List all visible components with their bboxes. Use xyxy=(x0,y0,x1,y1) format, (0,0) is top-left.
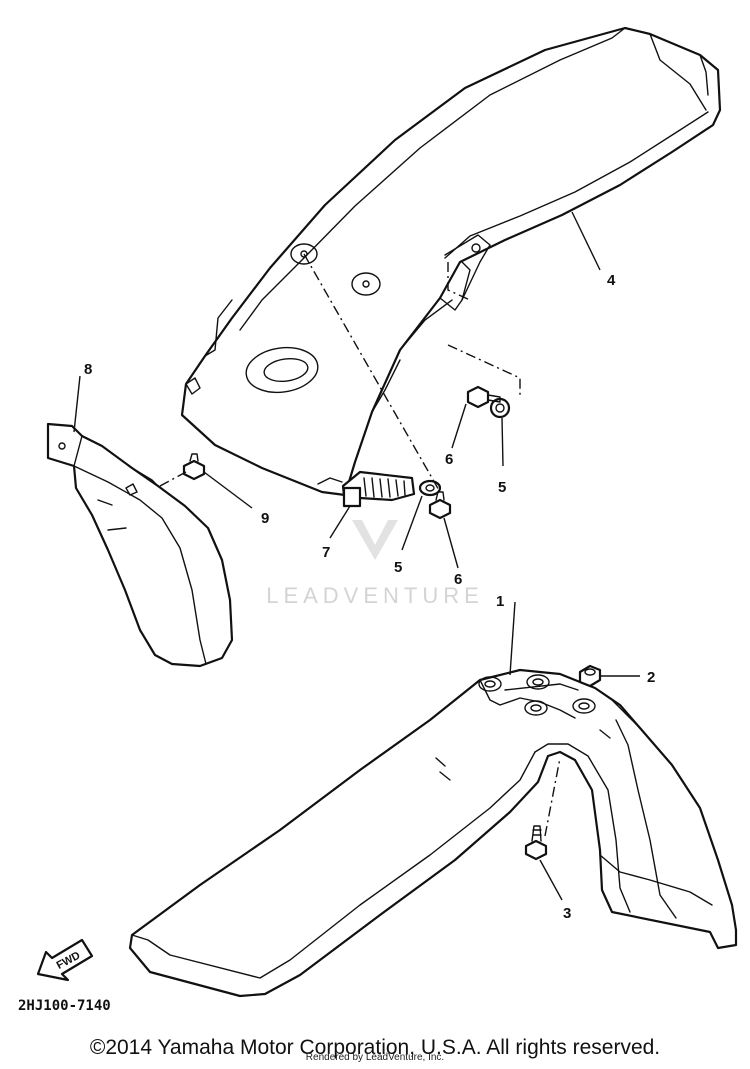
callout-6-upper: 6 xyxy=(445,451,453,468)
rendered-by-notice: Rendered by LeadVenture, Inc. xyxy=(305,1052,445,1063)
callout-5-lower: 5 xyxy=(394,559,402,576)
callout-6-lower: 6 xyxy=(454,571,462,588)
copyright-notice: ©2014 Yamaha Motor Corporation, U.S.A. A… xyxy=(89,1036,661,1059)
part-3-bolt[interactable] xyxy=(524,825,548,861)
part-5-washer-upper[interactable] xyxy=(489,397,511,419)
watermark-text: LEADVENTURE xyxy=(266,583,484,608)
part-4-rear-fender[interactable] xyxy=(180,26,722,497)
callout-7: 7 xyxy=(322,544,330,561)
watermark: LEADVENTURE xyxy=(266,520,484,608)
part-1-front-fender[interactable] xyxy=(128,668,738,998)
callout-5-upper: 5 xyxy=(498,479,506,496)
diagram-code: 2HJ100-7140 xyxy=(18,998,111,1014)
part-8-flap[interactable] xyxy=(46,422,234,668)
callout-8: 8 xyxy=(84,361,92,378)
callout-4: 4 xyxy=(607,272,616,289)
callout-labels: 4 8 9 6 5 7 5 6 1 2 3 xyxy=(84,272,655,922)
fwd-arrow: FWD xyxy=(36,938,94,982)
watermark-logo-icon xyxy=(352,520,398,560)
part-7-clamp[interactable] xyxy=(341,470,416,508)
callout-1: 1 xyxy=(496,593,504,610)
callout-3: 3 xyxy=(563,905,571,922)
leader-lines xyxy=(73,211,640,901)
callout-9: 9 xyxy=(261,510,269,527)
part-2-nut[interactable] xyxy=(578,664,602,688)
callout-2: 2 xyxy=(647,669,655,686)
part-9-bolt[interactable] xyxy=(182,453,206,481)
fwd-arrow-icon xyxy=(36,938,94,982)
part-6-bolt-upper[interactable] xyxy=(466,385,501,409)
assembly-lines xyxy=(159,253,561,837)
part-6-bolt-lower[interactable] xyxy=(428,491,452,520)
